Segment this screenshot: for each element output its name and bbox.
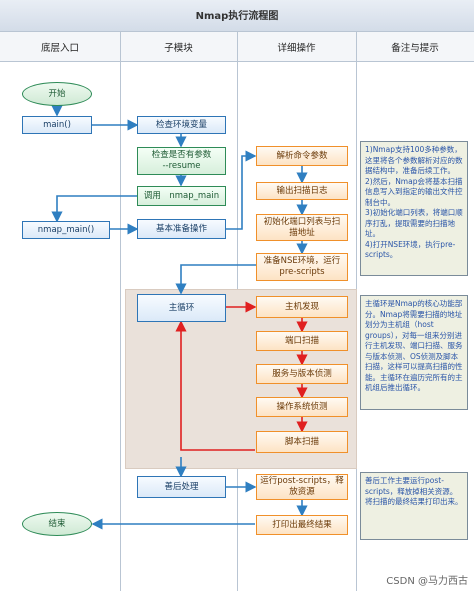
post-scripts-node: 运行post-scripts，释 放资源 (256, 474, 348, 500)
os-detect-node: 操作系统侦测 (256, 397, 348, 417)
script-scan-node: 脚本扫描 (256, 431, 348, 453)
lane-divider (120, 32, 121, 591)
lane-header-entry: 底层入口 (0, 32, 120, 62)
watermark: CSDN @马力西古 (386, 576, 468, 587)
parse-args-node: 解析命令参数 (256, 146, 348, 166)
main-loop-node: 主循环 (137, 294, 226, 322)
note-cleanup: 善后工作主要运行post-scripts，释放掉相关资源。将扫描的最终结果打印出… (360, 472, 468, 540)
host-discovery-node: 主机发现 (256, 296, 348, 318)
end-node: 结束 (22, 512, 92, 536)
check-env-node: 检查环境变量 (137, 116, 226, 134)
check-resume-node: 检查是否有参数 --resume (137, 147, 226, 175)
note-preparation: 1)Nmap支持100多种参数，这里将各个参数解析对应的数据结构中，准备后续工作… (360, 141, 468, 276)
main-node: main() (22, 116, 92, 134)
call-nmap-main-node: 调用 nmap_main (137, 186, 226, 206)
output-log-node: 输出扫描日志 (256, 182, 348, 200)
service-detect-node: 服务与版本侦测 (256, 364, 348, 384)
nse-env-node: 准备NSE环境，运行 pre-scripts (256, 253, 348, 281)
lane-header-notes: 备注与提示 (356, 32, 474, 62)
start-node: 开始 (22, 82, 92, 106)
init-ports-node: 初始化端口列表与扫 描地址 (256, 214, 348, 241)
nmap-main-node: nmap_main() (22, 221, 110, 239)
title-bar (0, 0, 474, 32)
lane-header-submodule: 子模块 (120, 32, 237, 62)
port-scan-node: 端口扫描 (256, 331, 348, 351)
print-results-node: 打印出最终结果 (256, 515, 348, 535)
diagram-title: Nmap执行流程图 (195, 11, 279, 22)
post-process-node: 善后处理 (137, 476, 226, 498)
note-main-loop: 主循环是Nmap的核心功能部分。Nmap将需要扫描的地址划分为主机组（host … (360, 295, 468, 410)
basic-prep-node: 基本准备操作 (137, 219, 226, 239)
lane-header-details: 详细操作 (237, 32, 356, 62)
